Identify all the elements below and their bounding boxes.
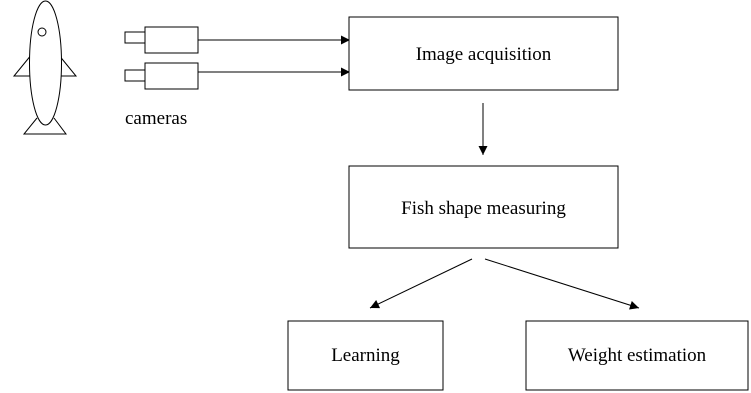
node-fish-shape-measuring-label: Fish shape measuring: [401, 198, 566, 219]
node-learning-label: Learning: [331, 345, 400, 366]
fish-tail: [22, 117, 67, 135]
camera-top: [124, 26, 199, 54]
fish-body: [29, 0, 62, 126]
camera-bottom: [124, 62, 199, 90]
fish-eye: [37, 27, 47, 37]
node-image-acquisition-label: Image acquisition: [416, 44, 552, 65]
camera-top-lens: [124, 31, 146, 44]
camera-bottom-lens: [124, 69, 146, 82]
fish-illustration: [12, 0, 78, 135]
camera-top-body: [144, 26, 199, 54]
fish-left-fin: [12, 53, 33, 77]
node-weight-estimation: Weight estimation: [525, 320, 749, 391]
node-fish-shape-measuring: Fish shape measuring: [348, 165, 619, 249]
arrow-measuring-to-weight-estimation: [484, 258, 640, 310]
fish-right-fin: [57, 53, 78, 77]
node-learning: Learning: [287, 320, 444, 391]
node-image-acquisition: Image acquisition: [348, 16, 619, 91]
cameras-label: cameras: [125, 108, 187, 129]
node-weight-estimation-label: Weight estimation: [568, 345, 707, 366]
arrow-measuring-to-learning: [369, 258, 473, 309]
camera-bottom-body: [144, 62, 199, 90]
